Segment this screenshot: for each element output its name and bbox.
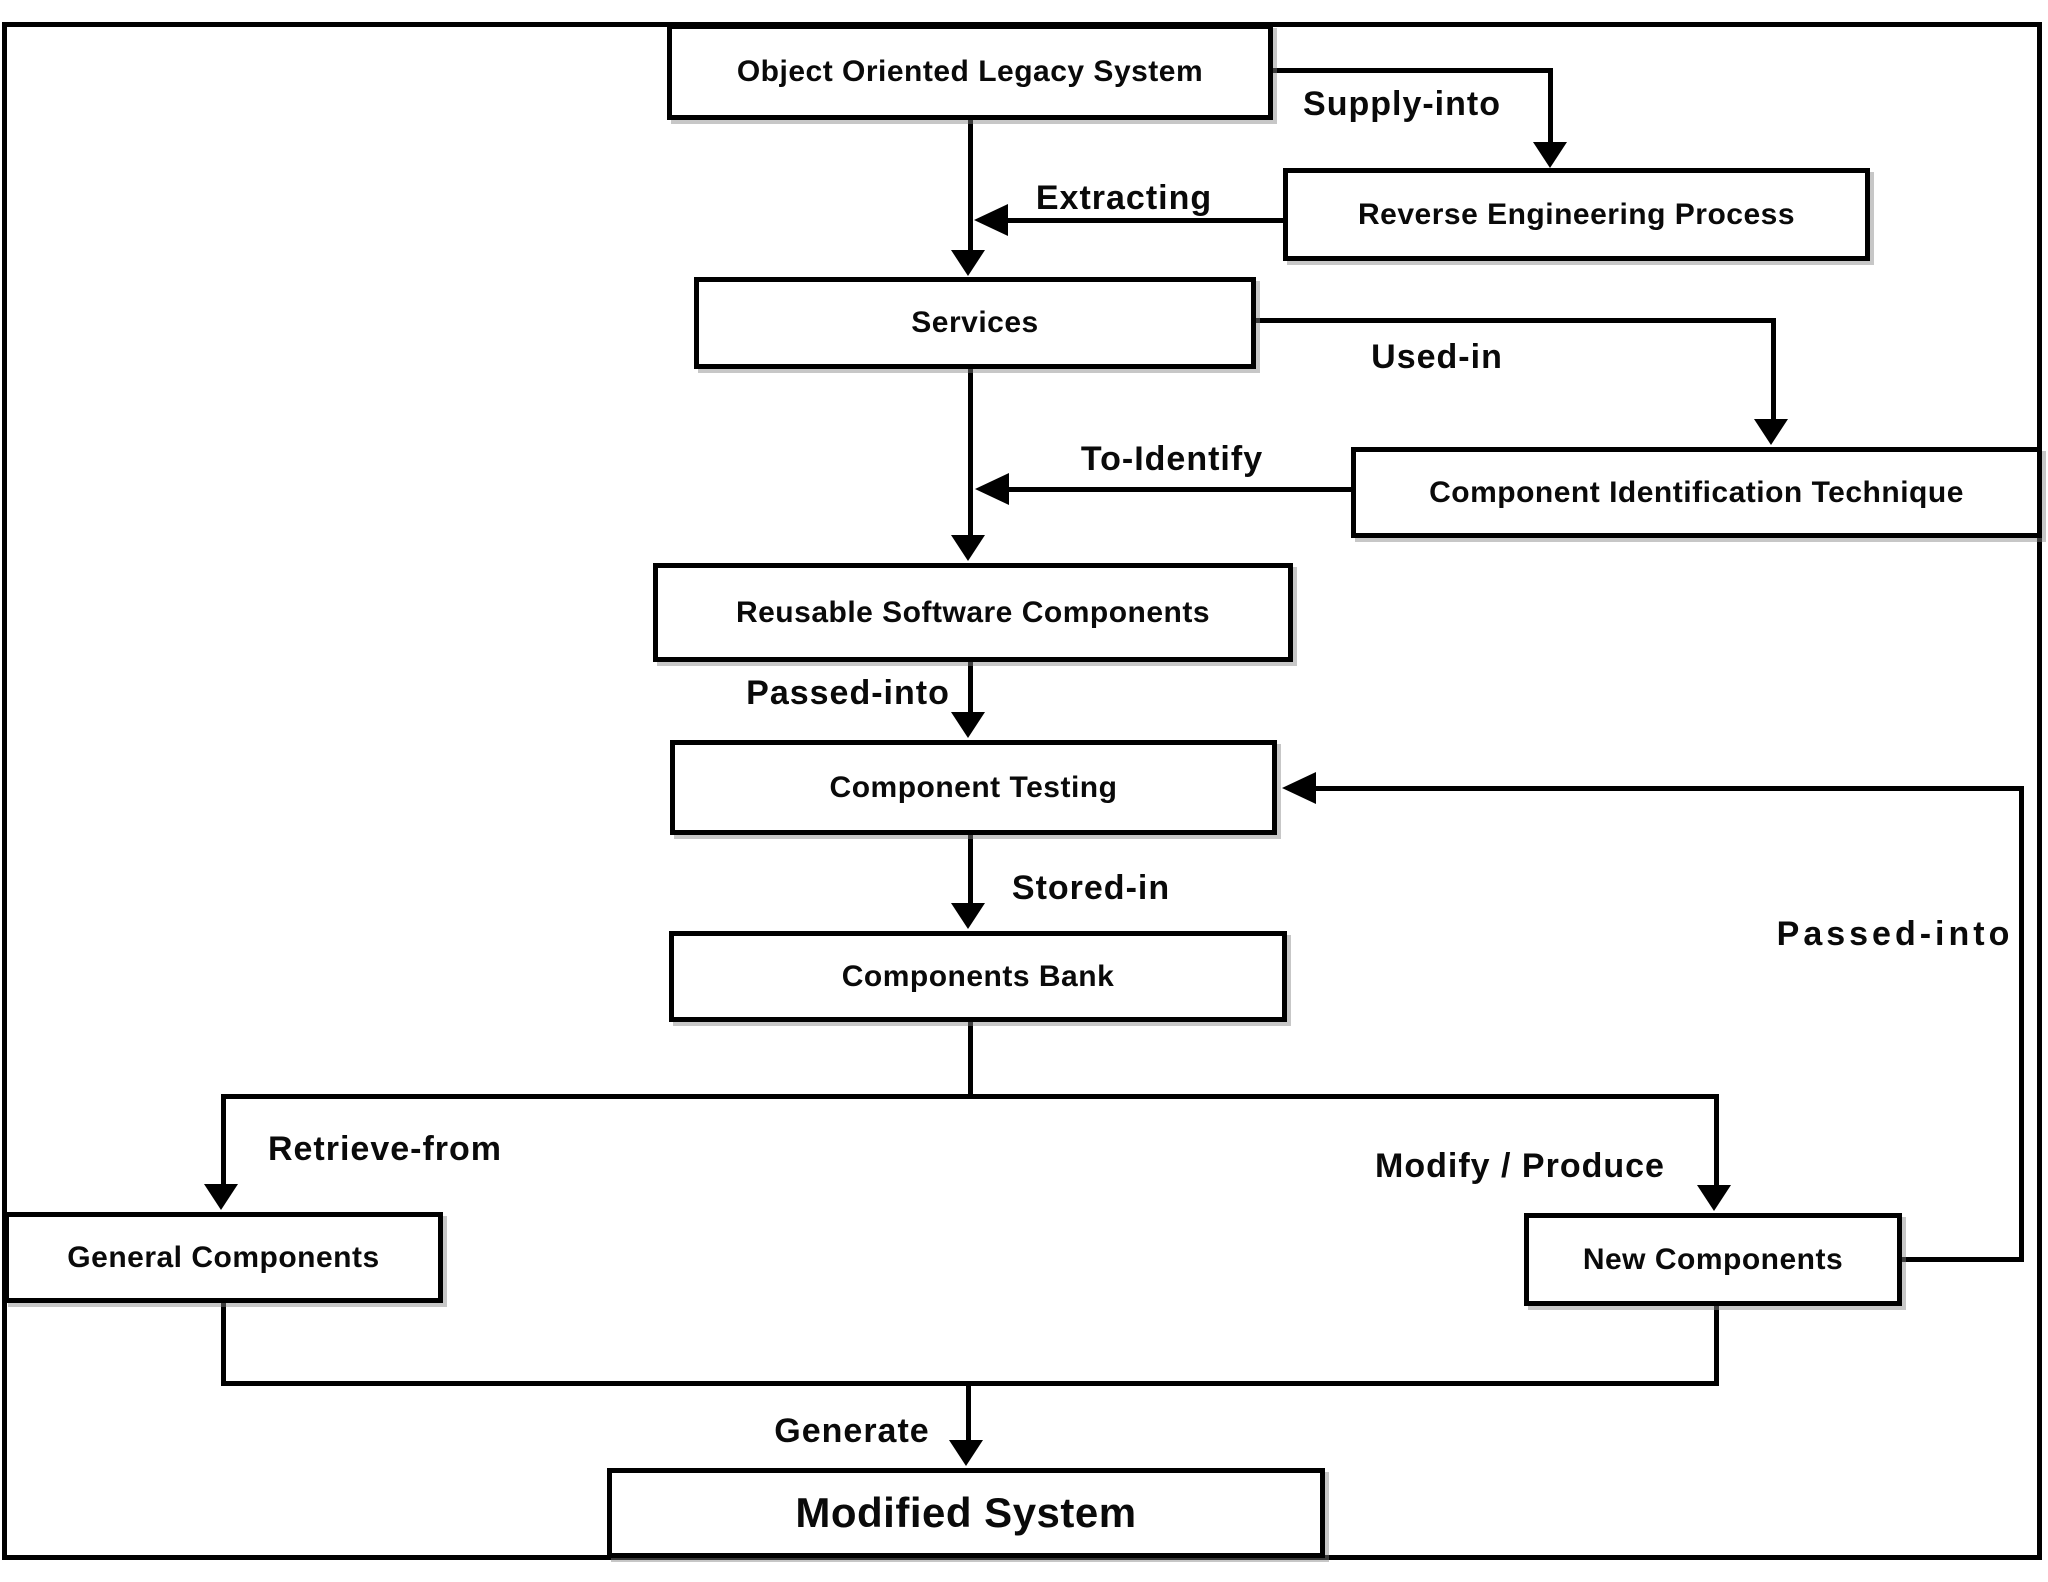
node-label: Components Bank <box>841 959 1115 993</box>
node-object-oriented-legacy-system: Object Oriented Legacy System <box>667 24 1273 120</box>
connector-used-in-vertical <box>1771 318 1776 420</box>
connector-branch-horizontal <box>221 1094 1719 1099</box>
node-components-bank: Components Bank <box>669 931 1287 1022</box>
connector-generate-drop <box>966 1381 971 1440</box>
node-label: General Components <box>67 1240 380 1274</box>
arrowhead-down-reverse-engineering <box>1533 142 1567 168</box>
arrowhead-down-general-components <box>204 1184 238 1210</box>
edge-label-passed-into-left: Passed-into <box>746 674 950 712</box>
connector-passed-into-feedback-vertical <box>2019 786 2024 1262</box>
node-component-identification-technique: Component Identification Technique <box>1351 447 2042 538</box>
connector-modify-produce-drop <box>1714 1094 1719 1185</box>
node-general-components: General Components <box>4 1212 443 1303</box>
edge-label-supply-into: Supply-into <box>1303 85 1501 123</box>
arrowhead-down-component-testing <box>951 712 985 738</box>
node-component-testing: Component Testing <box>670 740 1277 835</box>
connector-bank-to-branch <box>968 1022 973 1099</box>
connector-supply-into-horizontal <box>1270 68 1553 73</box>
edge-label-modify-produce: Modify / Produce <box>1375 1147 1665 1185</box>
arrowhead-down-components-bank <box>951 903 985 929</box>
edge-label-used-in: Used-in <box>1371 338 1503 376</box>
node-label: Modified System <box>795 1489 1137 1536</box>
connector-extracting <box>1008 218 1283 223</box>
connector-retrieve-from-drop <box>221 1094 226 1184</box>
arrowhead-left-extracting <box>974 204 1008 236</box>
connector-supply-into-vertical <box>1548 68 1553 142</box>
arrowhead-left-component-testing <box>1282 772 1316 804</box>
connector-newcomp-to-feedback <box>1902 1257 2024 1262</box>
connector-general-to-collector <box>221 1303 226 1386</box>
arrowhead-down-reusable-components <box>951 535 985 561</box>
node-label: Component Identification Technique <box>1429 475 1964 509</box>
edge-label-to-identify: To-Identify <box>1080 440 1264 478</box>
edge-label-retrieve-from: Retrieve-from <box>267 1130 503 1168</box>
arrowhead-down-new-components <box>1697 1185 1731 1211</box>
node-label: Reverse Engineering Process <box>1357 197 1796 231</box>
node-label: New Components <box>1582 1242 1844 1276</box>
connector-to-identify <box>1009 487 1351 492</box>
connector-legacy-to-services <box>968 120 973 254</box>
node-label: Reusable Software Components <box>735 595 1211 629</box>
arrowhead-down-modified-system <box>949 1440 983 1466</box>
arrowhead-down-component-identification <box>1754 419 1788 445</box>
node-label: Object Oriented Legacy System <box>736 55 1204 88</box>
node-services: Services <box>694 277 1256 369</box>
node-label: Component Testing <box>829 770 1118 804</box>
edge-label-generate: Generate <box>774 1412 930 1450</box>
arrowhead-left-to-identify <box>975 473 1009 505</box>
connector-passed-into-feedback-horizontal <box>1316 786 2024 791</box>
arrowhead-down-services <box>951 250 985 276</box>
node-reverse-engineering-process: Reverse Engineering Process <box>1283 168 1870 261</box>
node-modified-system: Modified System <box>607 1468 1325 1558</box>
connector-services-to-reusable <box>968 369 973 537</box>
node-new-components: New Components <box>1524 1213 1902 1306</box>
node-label: Services <box>911 306 1039 339</box>
edge-label-extracting: Extracting <box>1035 179 1213 217</box>
connector-reusable-to-testing <box>968 662 973 712</box>
connector-used-in-horizontal <box>1256 318 1776 323</box>
node-reusable-software-components: Reusable Software Components <box>653 563 1293 662</box>
connector-testing-to-bank <box>968 835 973 903</box>
edge-label-passed-into-right: Passed-into <box>1776 915 2014 953</box>
connector-newcomp-to-collector <box>1714 1306 1719 1386</box>
edge-label-stored-in: Stored-in <box>1011 869 1171 907</box>
